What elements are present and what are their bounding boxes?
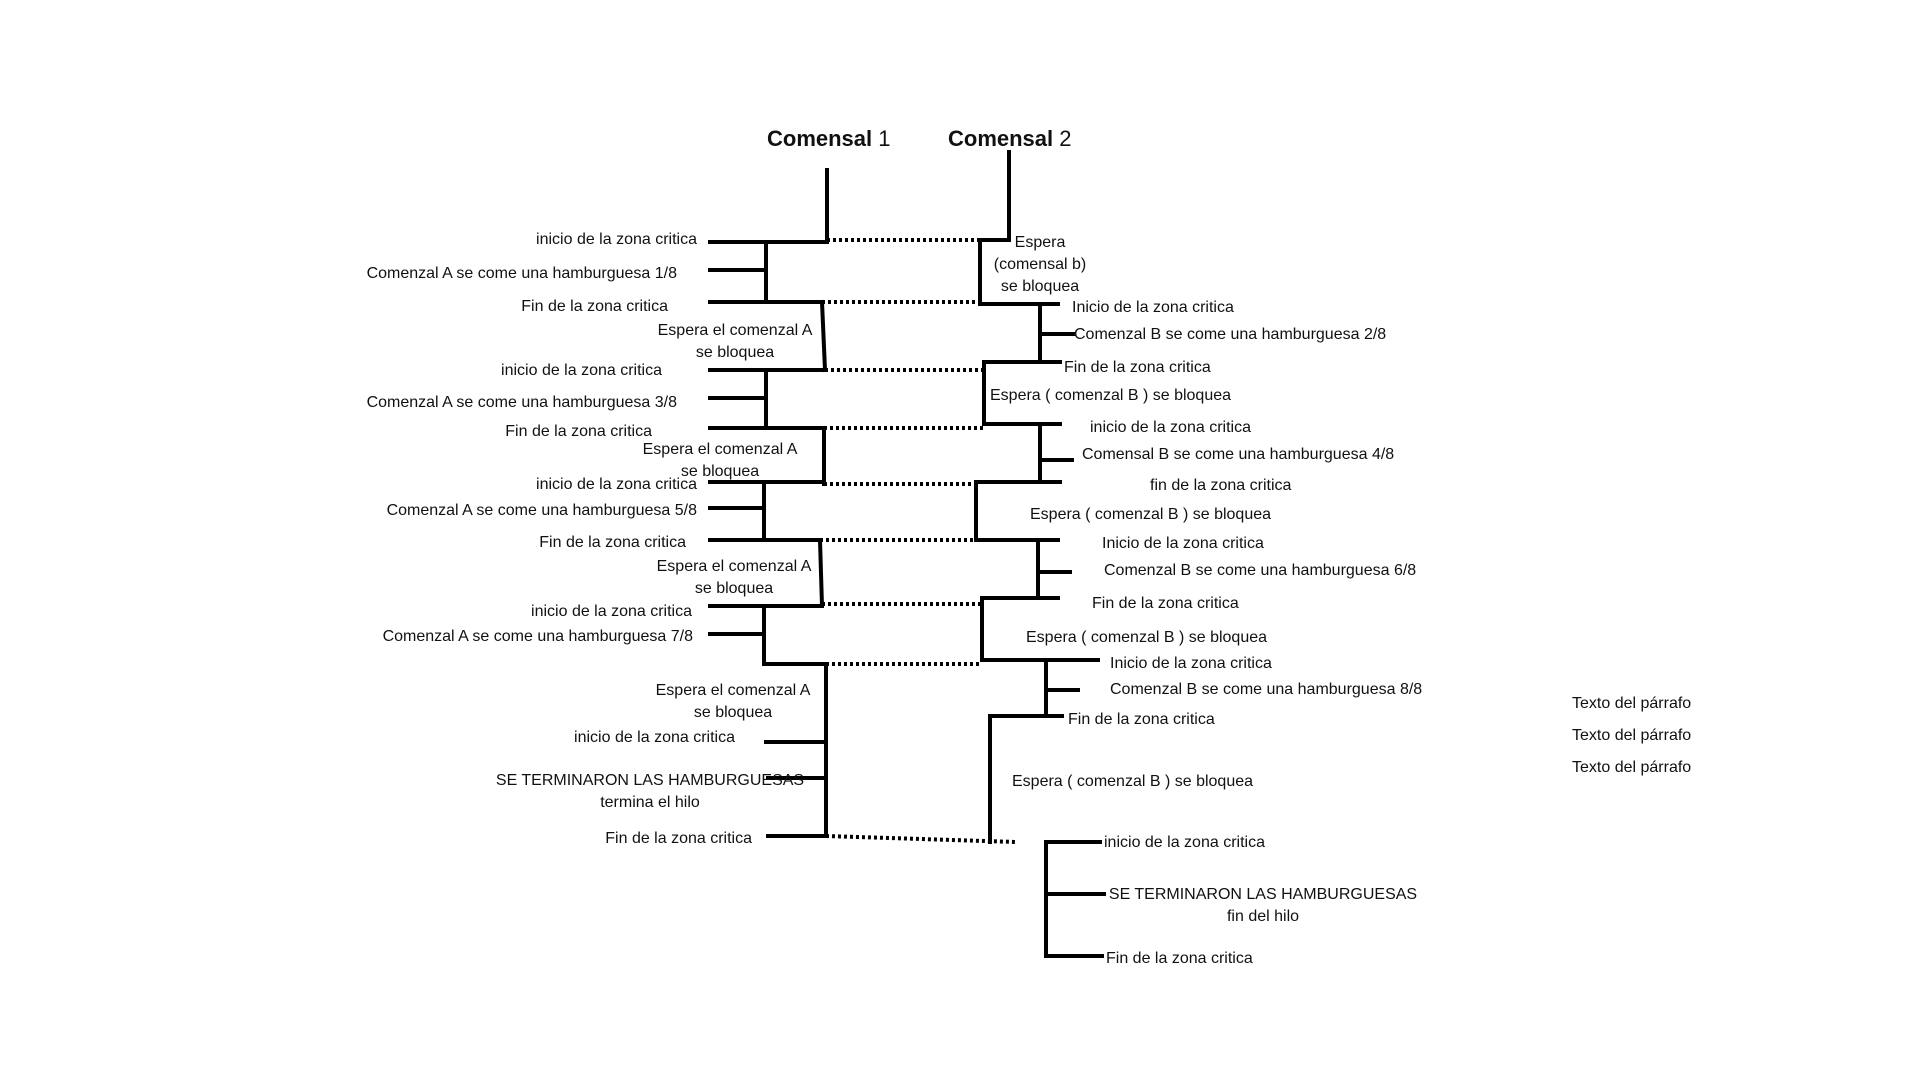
c1-r2-eat-label: Comenzal A se come una hamburguesa 3/8 xyxy=(367,394,678,411)
header-comensal-1: Comensal 1 xyxy=(767,126,891,151)
c2-r1-eat-label: Comenzal B se come una hamburguesa 2/8 xyxy=(1074,326,1386,343)
c2-w4-label: Espera ( comenzal B ) se bloquea xyxy=(1012,773,1253,790)
c2-r3-end-label: Fin de la zona critica xyxy=(1092,595,1239,612)
placeholder-paragraphs: Texto del párrafo Texto del párrafo Text… xyxy=(1572,695,1691,776)
c2-r1-start-label: Inicio de la zona critica xyxy=(1072,299,1234,316)
c1-w1-line xyxy=(819,299,828,373)
c2-r4-eat-label: Comenzal B se come una hamburguesa 8/8 xyxy=(1110,681,1422,698)
c2-r2-end-label: fin de la zona critica xyxy=(1150,477,1292,494)
c1-r3-eat-label: Comenzal A se come una hamburguesa 5/8 xyxy=(387,502,698,519)
c1-w3-line xyxy=(817,537,825,609)
c2-r1-end-label: Fin de la zona critica xyxy=(1064,359,1211,376)
c1-r1-start-label: inicio de la zona critica xyxy=(536,231,697,248)
sync-9 xyxy=(825,834,1017,844)
c2-r2-eat-label: Comensal B se come una hamburguesa 4/8 xyxy=(1082,446,1394,463)
comensal-2-labels: Espera (comensal b) se bloquea Inicio de… xyxy=(990,234,1422,967)
c1-r2-start-label: inicio de la zona critica xyxy=(501,362,662,379)
placeholder-paragraph-3: Texto del párrafo xyxy=(1572,759,1691,776)
c1-w3-label-2: se bloquea xyxy=(695,580,773,597)
c2-r5-done-label-2: fin del hilo xyxy=(1227,908,1299,925)
header-comensal-2: Comensal 2 xyxy=(948,126,1072,151)
c2-w0-label-1: Espera xyxy=(1015,234,1066,251)
c1-r5-start-label: inicio de la zona critica xyxy=(574,729,735,746)
c2-w2-label: Espera ( comenzal B ) se bloquea xyxy=(1030,506,1271,523)
placeholder-paragraph-2: Texto del párrafo xyxy=(1572,727,1691,744)
c2-w3-label: Espera ( comenzal B ) se bloquea xyxy=(1026,629,1267,646)
sync-connectors xyxy=(820,238,1017,844)
c1-r5-done-label-1: SE TERMINARON LAS HAMBURGUESAS xyxy=(496,772,804,789)
c1-r1-end-label: Fin de la zona critica xyxy=(521,298,668,315)
comensal-1-lines xyxy=(708,168,829,838)
c1-r5-done-label-2: termina el hilo xyxy=(600,794,700,811)
c1-w1-label-2: se bloquea xyxy=(696,344,774,361)
c2-w0-label-3: se bloquea xyxy=(1001,278,1079,295)
c2-r5-done-label-1: SE TERMINARON LAS HAMBURGUESAS xyxy=(1109,886,1417,903)
c1-r3-start-label: inicio de la zona critica xyxy=(536,476,697,493)
c1-r2-end-label: Fin de la zona critica xyxy=(505,423,652,440)
c1-w2-label-1: Espera el comenzal A xyxy=(643,441,798,458)
c1-w2-label-2: se bloquea xyxy=(681,463,759,480)
c2-r5-start-label: inicio de la zona critica xyxy=(1104,834,1265,851)
c1-w4-label-2: se bloquea xyxy=(694,704,772,721)
c1-r4-eat-label: Comenzal A se come una hamburguesa 7/8 xyxy=(383,628,694,645)
c2-r2-start-label: inicio de la zona critica xyxy=(1090,419,1251,436)
c1-r3-end-label: Fin de la zona critica xyxy=(539,534,686,551)
c1-w4-label-1: Espera el comenzal A xyxy=(656,682,811,699)
comensal-1-labels: inicio de la zona critica Comenzal A se … xyxy=(367,231,813,847)
c1-w3-label-1: Espera el comenzal A xyxy=(657,558,812,575)
c1-r4-start-label: inicio de la zona critica xyxy=(531,603,692,620)
c2-r3-eat-label: Comenzal B se come una hamburguesa 6/8 xyxy=(1104,562,1416,579)
c1-r5-end-label: Fin de la zona critica xyxy=(605,830,752,847)
c1-r1-eat-label: Comenzal A se come una hamburguesa 1/8 xyxy=(367,265,678,282)
c1-w1-label-1: Espera el comenzal A xyxy=(658,322,813,339)
c2-w1-label: Espera ( comenzal B ) se bloquea xyxy=(990,387,1231,404)
c2-r4-start-label: Inicio de la zona critica xyxy=(1110,655,1272,672)
c2-r3-start-label: Inicio de la zona critica xyxy=(1102,535,1264,552)
c2-w0-label-2: (comensal b) xyxy=(994,256,1086,273)
c2-r5-end-label: Fin de la zona critica xyxy=(1106,950,1253,967)
placeholder-paragraph-1: Texto del párrafo xyxy=(1572,695,1691,712)
c2-r4-end-label: Fin de la zona critica xyxy=(1068,711,1215,728)
comensal-2-lines xyxy=(974,150,1106,958)
